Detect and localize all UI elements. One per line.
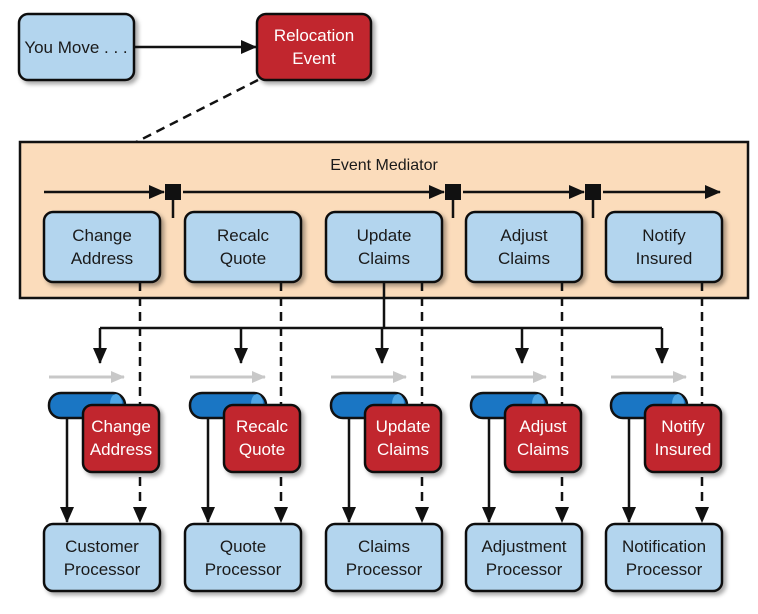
event-channels: ChangeAddressRecalcQuoteUpdateClaimsAdju… <box>47 371 723 523</box>
gate-square <box>445 184 461 200</box>
gate-marker <box>585 184 601 218</box>
event-processors: CustomerProcessorQuoteProcessorClaimsPro… <box>42 522 724 593</box>
step-label-line2: Claims <box>498 249 550 268</box>
step-box <box>324 210 444 284</box>
initiator-box: You Move . . . <box>17 12 136 82</box>
gate-marker <box>165 184 181 218</box>
step-label-line1: Update <box>357 226 412 245</box>
step-label-line2: Quote <box>220 249 266 268</box>
dispatch-lines <box>93 282 709 523</box>
channel-label-line1: Recalc <box>236 417 288 436</box>
processor-label-line1: Customer <box>65 537 139 556</box>
processor-label-line1: Adjustment <box>481 537 566 556</box>
processor-label-line2: Processor <box>346 560 423 579</box>
channel-label-line1: Update <box>376 417 431 436</box>
processor-box <box>604 522 724 593</box>
channel-label-line1: Notify <box>661 417 705 436</box>
gate-square <box>585 184 601 200</box>
step-box <box>42 210 162 284</box>
step-box <box>604 210 724 284</box>
channel-label-line1: Change <box>91 417 151 436</box>
channel-label-line2: Insured <box>655 440 712 459</box>
event-label-line2: Event <box>292 49 336 68</box>
channel-event-box <box>643 403 723 474</box>
processor-label-line1: Quote <box>220 537 266 556</box>
processor-label-line2: Processor <box>486 560 563 579</box>
event-label-line1: Relocation <box>274 26 354 45</box>
processor-label-line1: Claims <box>358 537 410 556</box>
step-label-line2: Claims <box>358 249 410 268</box>
channel-label-line2: Address <box>90 440 152 459</box>
step-box <box>464 210 584 284</box>
channel-event-box <box>503 403 583 474</box>
processor-box <box>324 522 444 593</box>
initiator-label: You Move . . . <box>24 38 127 57</box>
channel-event-box <box>81 403 161 474</box>
relocation-event-box: Relocation Event <box>255 12 373 82</box>
processor-label-line1: Notification <box>622 537 706 556</box>
gate-square <box>165 184 181 200</box>
processor-label-line2: Processor <box>205 560 282 579</box>
processor-box <box>183 522 303 593</box>
event-mediator-title: Event Mediator <box>330 157 438 174</box>
channel-label-line2: Claims <box>377 440 429 459</box>
step-label-line2: Address <box>71 249 133 268</box>
step-label-line2: Insured <box>636 249 693 268</box>
step-box <box>183 210 303 284</box>
step-label-line1: Recalc <box>217 226 269 245</box>
step-label-line1: Change <box>72 226 132 245</box>
processor-box <box>42 522 162 593</box>
mediator-flow <box>44 184 721 218</box>
channel-label-line2: Claims <box>517 440 569 459</box>
channel-label-line1: Adjust <box>519 417 567 436</box>
channel-label-line2: Quote <box>239 440 285 459</box>
step-label-line1: Adjust <box>500 226 548 245</box>
processor-box <box>464 522 584 593</box>
processor-label-line2: Processor <box>64 560 141 579</box>
processor-label-line2: Processor <box>626 560 703 579</box>
channel-event-box <box>363 403 443 474</box>
step-label-line1: Notify <box>642 226 686 245</box>
mediator-steps: ChangeAddressRecalcQuoteUpdateClaimsAdju… <box>42 210 724 284</box>
gate-marker <box>445 184 461 218</box>
channel-event-box <box>222 403 302 474</box>
